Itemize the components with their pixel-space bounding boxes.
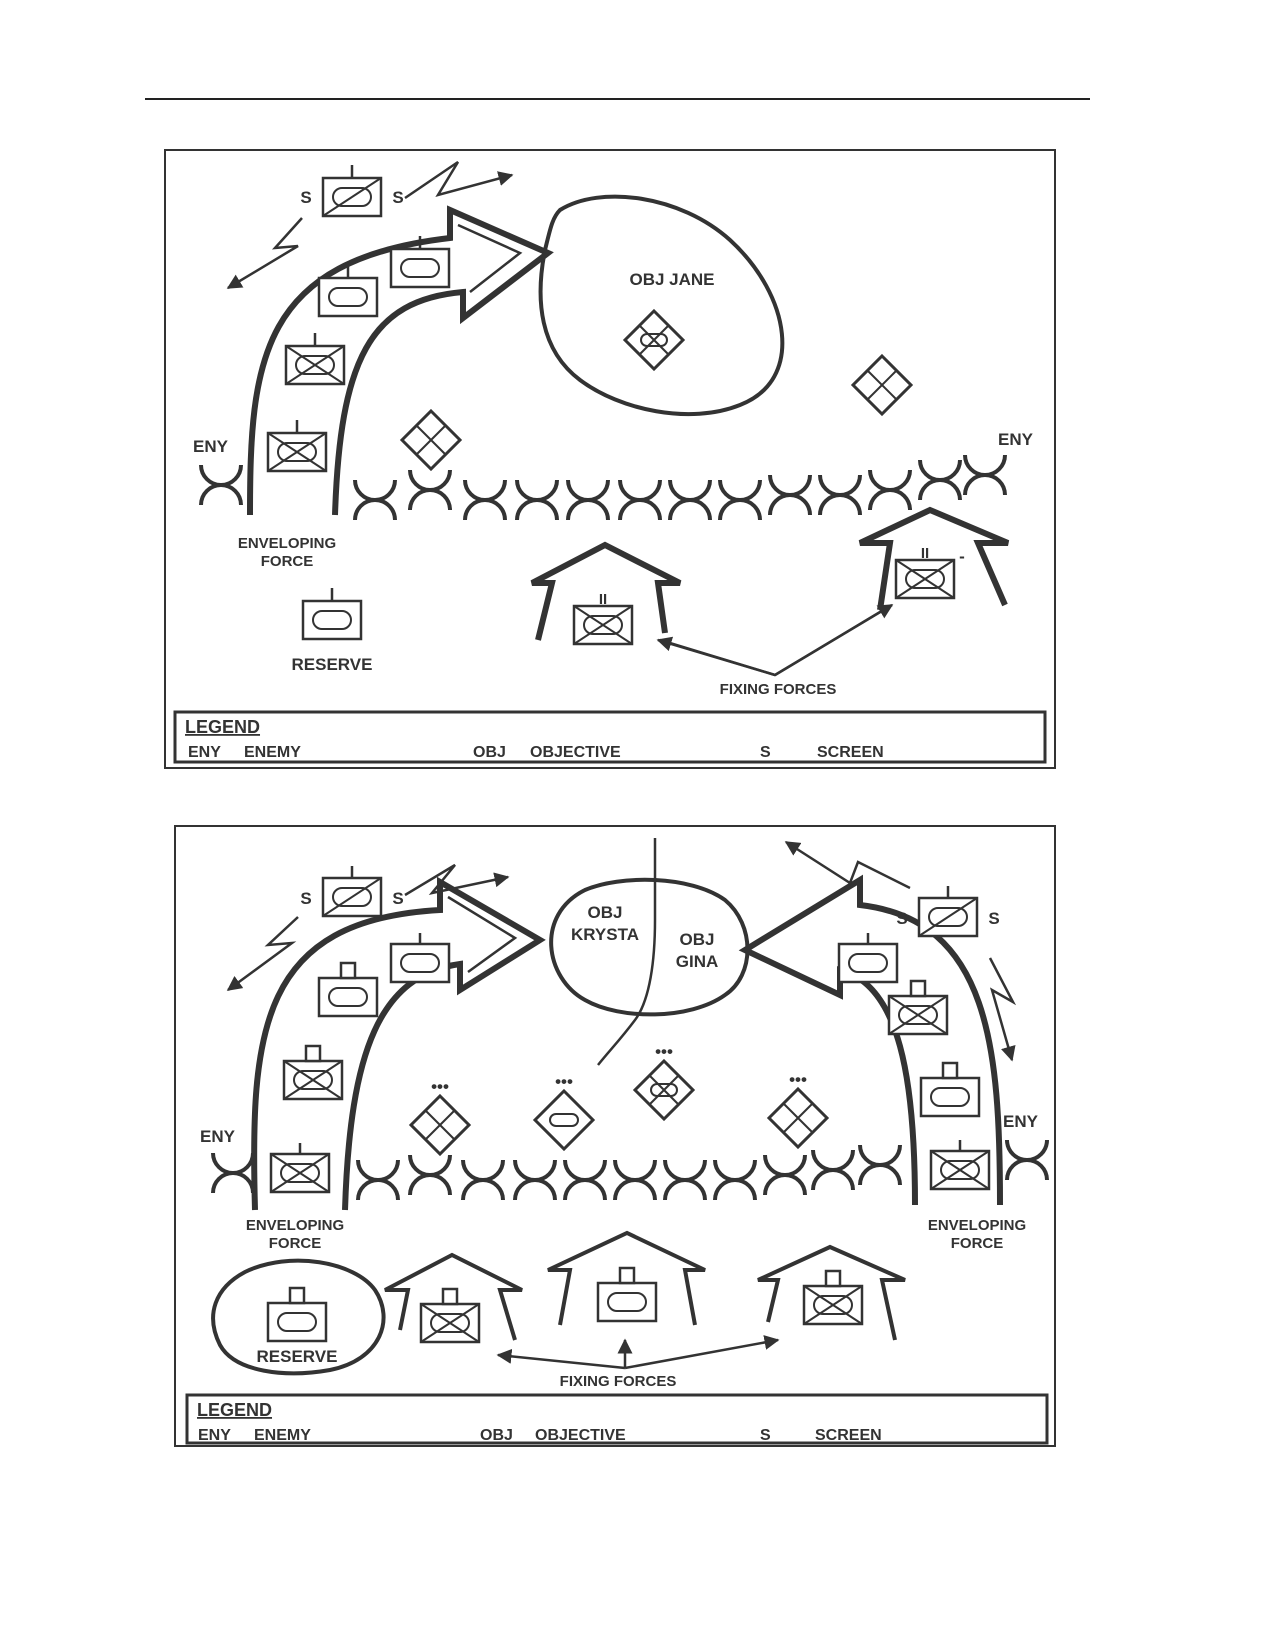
reserve-outline-bottom	[211, 1258, 386, 1376]
enveloping-arrow-top	[247, 205, 554, 516]
legend-abbr-2-bottom: OBJ	[480, 1427, 513, 1444]
objective-krysta-label-1: OBJ	[588, 903, 623, 922]
legend-meaning-3-top: SCREEN	[817, 744, 884, 761]
objective-krysta-label-2: KRYSTA	[571, 925, 639, 944]
screen-lightning-east-left	[404, 863, 510, 897]
fixing-forces-label-top: FIXING FORCES	[720, 681, 837, 698]
enveloping-force-label-2-top: FORCE	[261, 553, 314, 570]
enveloping-arrow-left-bottom	[251, 876, 546, 1211]
objective-boundary-line	[597, 838, 657, 1066]
objective-jane-outline	[538, 194, 785, 417]
fixing-pointer-left	[496, 1348, 626, 1370]
legend-meaning-2-top: OBJECTIVE	[530, 744, 621, 761]
fixing-arrow-1-bottom	[384, 1252, 523, 1341]
enveloping-arrow-inner-left-bottom	[447, 895, 518, 974]
enveloping-units-left-bottom	[269, 933, 451, 1194]
fixing-pointer-right	[624, 1335, 780, 1370]
screen-label-right-top: S	[392, 188, 403, 207]
reduced-mark-top: -	[959, 547, 965, 566]
screen-lightning-west-top	[226, 217, 303, 290]
objective-krysta-gina-outline	[549, 877, 750, 1017]
echelon-dots-1-bottom: •••	[431, 1077, 449, 1096]
reserve-unit-top	[301, 599, 363, 641]
enveloping-arrow-inner-top	[457, 223, 523, 293]
objective-gina-label-1: OBJ	[680, 930, 715, 949]
screen-lightning-north-right	[784, 840, 911, 890]
legend-meaning-1-bottom: ENEMY	[254, 1427, 311, 1444]
screen-lightning-south-right	[988, 957, 1017, 1062]
fixing-forces-label-bottom: FIXING FORCES	[560, 1373, 677, 1390]
legend-abbr-2-top: OBJ	[473, 744, 506, 761]
reserve-label-bottom: RESERVE	[257, 1347, 338, 1366]
eny-label-right-top: ENY	[998, 430, 1034, 449]
enveloping-force-left-2: FORCE	[269, 1235, 322, 1252]
eny-label-left-top: ENY	[193, 437, 229, 456]
fixing-unit-1-bottom	[419, 1302, 481, 1344]
bottom-diagram-frame	[174, 825, 1056, 1447]
echelon-dots-4-bottom: •••	[789, 1070, 807, 1089]
echelon-fix-2-top: II	[921, 545, 929, 562]
legend-box-bottom	[185, 1393, 1049, 1445]
legend-title-top: LEGEND	[185, 717, 260, 737]
enveloping-force-left-1: ENVELOPING	[246, 1217, 344, 1234]
screen-label-left-top: S	[300, 188, 311, 207]
screen-lightning-east-top	[404, 160, 514, 200]
fixing-arrow-3-bottom	[757, 1244, 906, 1341]
legend-abbr-3-bottom: S	[760, 1427, 771, 1444]
screen-label-4-bottom: S	[988, 909, 999, 928]
enveloping-force-right-1: ENVELOPING	[928, 1217, 1026, 1234]
enveloping-force-right-2: FORCE	[951, 1235, 1004, 1252]
legend-abbr-1-top: ENY	[188, 744, 221, 761]
fixing-arrow-2-bottom	[547, 1230, 706, 1326]
legend-abbr-1-bottom: ENY	[198, 1427, 231, 1444]
eny-label-left-bottom: ENY	[200, 1127, 236, 1146]
eny-label-right-bottom: ENY	[1003, 1112, 1039, 1131]
echelon-fix-1-top: II	[599, 591, 607, 608]
objective-gina-label-2: GINA	[676, 952, 719, 971]
header-rule	[145, 98, 1090, 100]
legend-title-bottom: LEGEND	[197, 1400, 272, 1420]
screen-label-1-bottom: S	[300, 889, 311, 908]
reserve-unit-bottom	[266, 1301, 328, 1343]
echelon-dots-2-bottom: •••	[555, 1072, 573, 1091]
screen-unit-top	[321, 176, 383, 218]
screen-unit-left-bottom	[321, 876, 383, 918]
enveloping-units-right-bottom	[837, 933, 991, 1191]
screen-lightning-west-left	[226, 916, 299, 992]
legend-abbr-3-top: S	[760, 744, 771, 761]
fixing-unit-2-top	[894, 558, 956, 600]
enveloping-force-label-1-top: ENVELOPING	[238, 535, 336, 552]
bottom-diagram: OBJ KRYSTA OBJ GINA ••• ••• ••• •••	[174, 825, 1056, 1447]
enveloping-units-top	[266, 236, 451, 473]
fixing-unit-2-bottom	[596, 1281, 658, 1323]
fixing-unit-1-top	[572, 604, 634, 646]
legend-meaning-3-bottom: SCREEN	[815, 1427, 882, 1444]
enveloping-arrow-right-bottom	[738, 874, 1003, 1206]
legend-box-top	[173, 710, 1047, 764]
fixing-arrow-1-top	[530, 541, 682, 641]
reserve-label-top: RESERVE	[292, 655, 373, 674]
fixing-unit-3-bottom	[802, 1284, 864, 1326]
fixing-arrow-2-top	[858, 506, 1010, 611]
top-diagram: OBJ JANE S S	[164, 149, 1056, 769]
legend-meaning-1-top: ENEMY	[244, 744, 301, 761]
legend-meaning-2-bottom: OBJECTIVE	[535, 1427, 626, 1444]
screen-label-2-bottom: S	[392, 889, 403, 908]
screen-label-3-bottom: S	[896, 909, 907, 928]
objective-jane-label: OBJ JANE	[629, 270, 714, 289]
screen-unit-right-bottom	[917, 896, 979, 938]
echelon-dots-3-bottom: •••	[655, 1042, 673, 1061]
